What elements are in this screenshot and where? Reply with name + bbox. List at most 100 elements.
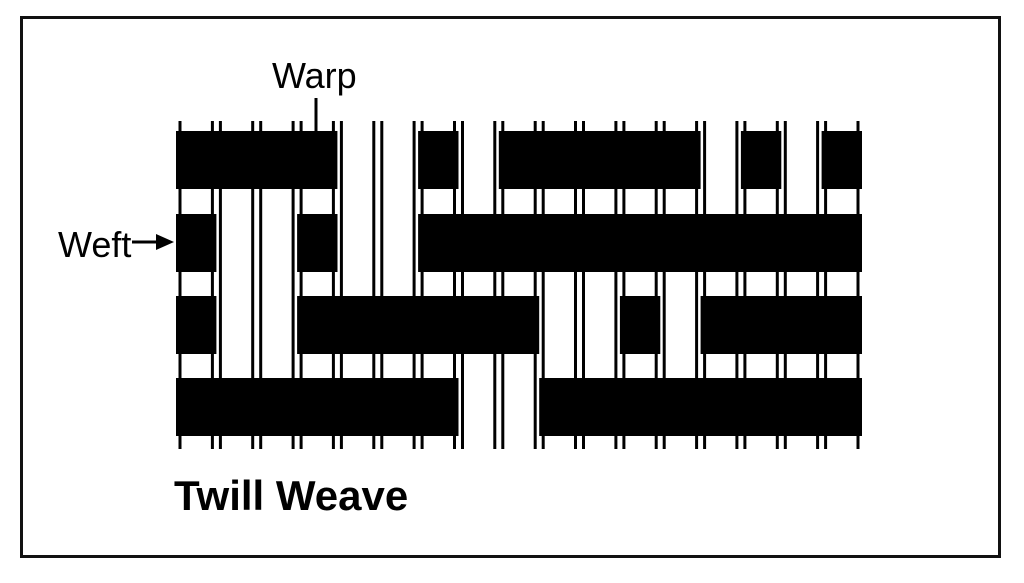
warp-edge [582,189,585,214]
warp-edge [291,121,295,131]
warp-edge [824,354,828,378]
warp-edge [259,214,263,272]
warp-edge [420,436,424,449]
warp-edge [816,354,820,378]
warp-edge [541,121,545,131]
weft-segment [297,214,338,272]
warp-edge [695,436,699,449]
warp-edge [856,189,860,214]
warp-arrow [307,98,325,172]
warp-edge [453,121,456,131]
weft-segment [418,131,459,189]
warp-edge [372,189,376,214]
warp-edge [453,189,456,214]
warp-edge [412,189,416,214]
warp-edge [533,354,537,378]
warp-edge [210,436,214,449]
warp-edge [735,436,739,449]
warp-edge [533,189,537,214]
warp-edge [380,131,384,189]
warp-edge [695,296,699,354]
weft-segment [619,296,661,354]
warp-edge [856,436,860,449]
warp-edge [703,189,707,214]
warp-edge [824,272,828,296]
warp-edge [622,272,626,296]
warp-edge [703,121,707,131]
warp-edge [461,378,464,436]
warp-edge [453,272,456,296]
warp-edge [582,272,585,296]
weft-segment [821,131,862,189]
warp-edge [372,436,376,449]
warp-edge [783,121,787,131]
warp-edge [372,214,376,272]
warp-edge [251,354,255,378]
weft-segment [740,131,782,189]
diagram-frame [20,16,1001,558]
warp-edge [420,272,424,296]
warp-edge [501,354,505,378]
warp-edge [291,436,295,449]
warp-edge [574,354,577,378]
warp-edge [218,121,222,131]
warp-edge [541,354,545,378]
warp-edge [614,189,618,214]
warp-edge [541,436,545,449]
warp-edge [218,436,222,449]
warp-edge [291,354,295,378]
warp-edge [380,354,384,378]
warp-edge [372,121,376,131]
warp-edge [654,354,658,378]
warp-edge [412,272,416,296]
warp-edge [493,378,497,436]
warp-edge [695,272,699,296]
warp-edge [493,272,497,296]
warp-edge [461,121,464,131]
warp-edge [614,296,618,354]
warp-edge [291,296,295,354]
warp-edge [743,272,747,296]
warp-edge [541,296,545,354]
weft-segment [700,296,862,354]
warp-edge [501,378,505,436]
warp-edge [493,354,497,378]
warp-edge [775,189,779,214]
weft-segment [498,131,701,189]
warp-edge [291,214,295,272]
warp-edge [251,214,255,272]
warp-edge [622,121,626,131]
warp-edge [339,189,343,214]
weft-segment [176,131,338,189]
warp-edge [622,354,626,378]
weft-segment [297,296,540,354]
warp-edge [856,272,860,296]
warp-edge [372,131,376,189]
warp-edge [493,189,497,214]
warp-edge [743,189,747,214]
warp-edge [695,354,699,378]
warp-edge [412,354,416,378]
warp-edge [259,354,263,378]
warp-edge [743,436,747,449]
warp-edge [783,131,787,189]
warp-edge [703,272,707,296]
warp-edge [331,121,335,131]
warp-edge [662,121,666,131]
warp-edge [816,436,820,449]
warp-edge [331,436,335,449]
warp-edge [178,354,182,378]
warp-edge [614,436,618,449]
warp-edge [654,189,658,214]
warp-edge [574,436,577,449]
warp-edge [461,189,464,214]
warp-edge [695,121,699,131]
warp-edge [662,189,666,214]
warp-edge [218,189,222,214]
warp-edge [380,214,384,272]
warp-edge [299,121,303,131]
warp-edge [743,354,747,378]
warp-edge [743,121,747,131]
warp-edge [453,354,456,378]
